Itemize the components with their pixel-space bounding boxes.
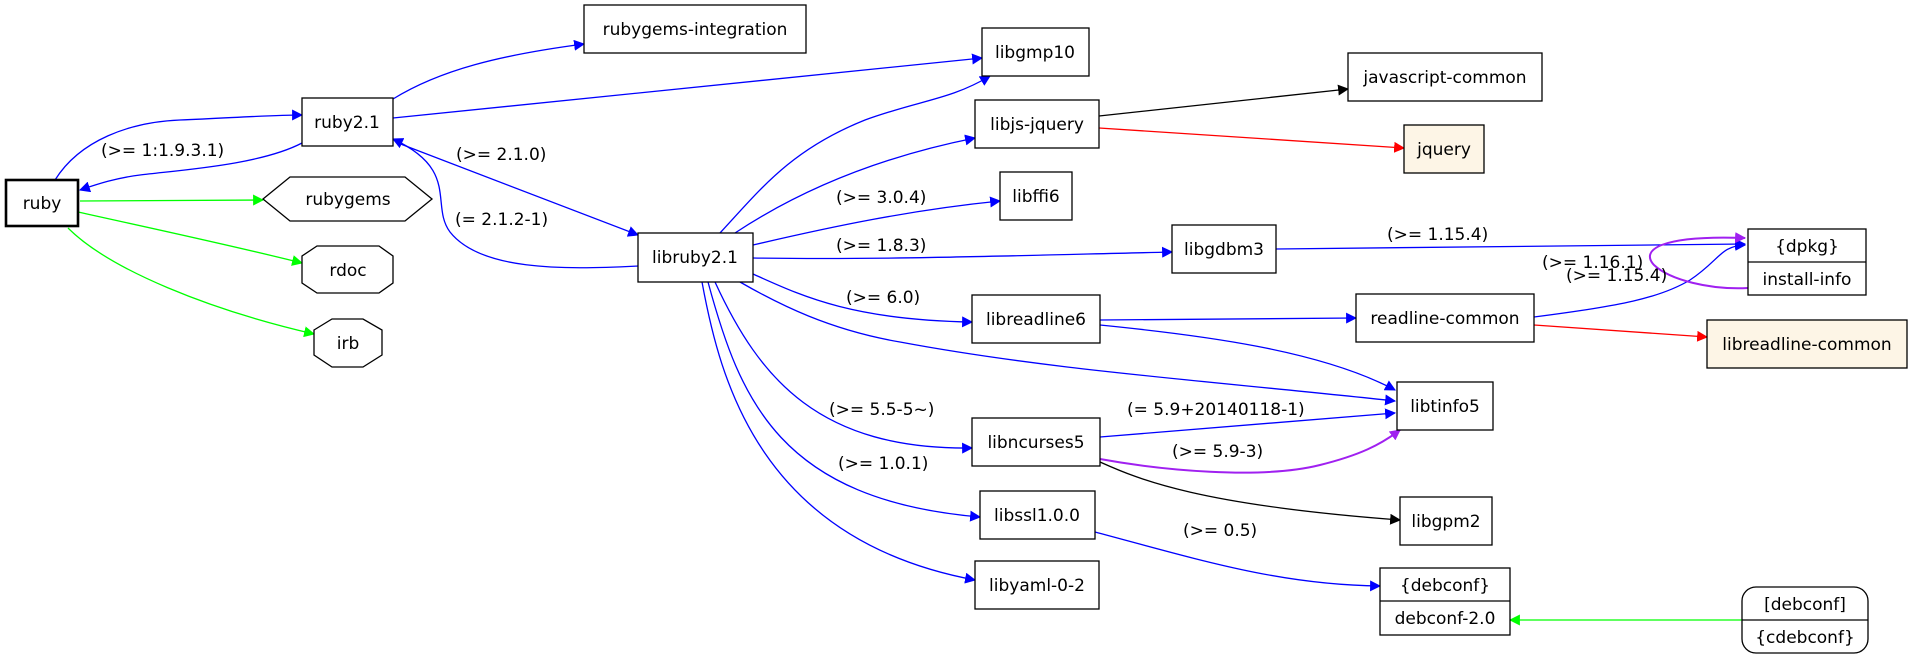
edge-label-libssl-debconf: (>= 0.5)	[1183, 521, 1257, 541]
node-cdebconf-label: {cdebconf}	[1755, 628, 1855, 648]
node-libyaml-label: libyaml-0-2	[989, 576, 1085, 596]
edge-label-libncurses-libtinfo-predepends: (>= 5.9-3)	[1172, 442, 1263, 462]
edge-install-info-to-dpkg	[1648, 232, 1749, 290]
node-libreadline-common[interactable]: libreadline-common	[1706, 319, 1908, 369]
node-libgpm2[interactable]: libgpm2	[1399, 496, 1493, 546]
edge-libjs-jquery-to-jquery	[1098, 127, 1406, 153]
node-rubygems-integration[interactable]: rubygems-integration	[583, 4, 807, 54]
node-libjs-jquery-label: libjs-jquery	[990, 115, 1084, 135]
node-javascript-common-label: javascript-common	[1362, 68, 1526, 88]
node-rubygems-integration-label: rubygems-integration	[603, 20, 788, 40]
node-ruby2.1-label: ruby2.1	[314, 113, 380, 133]
node-ruby-label: ruby	[23, 194, 62, 214]
edge-libreadline6-to-readline-common	[1099, 312, 1358, 324]
node-jquery-label: jquery	[1416, 140, 1471, 160]
node-dpkg-record[interactable]: {dpkg} install-info	[1747, 228, 1867, 296]
edge-ruby-to-irb	[67, 227, 316, 338]
node-readline-common-label: readline-common	[1370, 309, 1519, 329]
node-ruby2.1[interactable]: ruby2.1	[301, 97, 394, 147]
edge-label-libruby-libffi6: (>= 3.0.4)	[836, 188, 926, 208]
node-javascript-common[interactable]: javascript-common	[1347, 52, 1543, 102]
edge-label-ruby2.1-libruby: (>= 2.1.0)	[456, 145, 546, 165]
node-libruby2.1[interactable]: libruby2.1	[637, 232, 754, 283]
node-libtinfo5[interactable]: libtinfo5	[1396, 381, 1494, 431]
node-libreadline6[interactable]: libreadline6	[971, 294, 1101, 344]
node-cdebconf-record[interactable]: [debconf] {cdebconf}	[1741, 586, 1869, 654]
node-libffi6-label: libffi6	[1012, 187, 1060, 207]
node-jquery[interactable]: jquery	[1403, 124, 1485, 174]
edge-label-libruby-libssl: (>= 1.0.1)	[838, 454, 928, 474]
node-libncurses5[interactable]: libncurses5	[971, 417, 1101, 467]
node-libruby2.1-label: libruby2.1	[652, 248, 738, 268]
edge-libruby2.1-to-libgmp10	[719, 75, 991, 234]
node-debconf-record[interactable]: {debconf} debconf-2.0	[1379, 567, 1511, 636]
node-libyaml[interactable]: libyaml-0-2	[974, 560, 1100, 610]
edge-ruby2.1-to-rubygems-integration	[392, 39, 586, 100]
node-readline-common[interactable]: readline-common	[1355, 293, 1535, 343]
node-libtinfo5-label: libtinfo5	[1410, 397, 1480, 417]
node-install-info-label: install-info	[1763, 270, 1852, 290]
node-rdoc[interactable]: rdoc	[301, 245, 394, 294]
node-libssl-label: libssl1.0.0	[994, 506, 1080, 526]
edge-ruby-to-rdoc	[77, 211, 304, 266]
node-dpkg-label: {dpkg}	[1775, 237, 1839, 257]
edge-libncurses5-to-libgpm2	[1099, 461, 1402, 525]
node-libgdbm3[interactable]: libgdbm3	[1171, 224, 1277, 274]
node-libssl[interactable]: libssl1.0.0	[979, 490, 1096, 540]
edge-label-libruby-libreadline6: (>= 6.0)	[846, 288, 920, 308]
edge-label-libgdbm3-dpkg: (>= 1.15.4)	[1387, 225, 1488, 245]
edge-libruby2.1-to-libyaml	[701, 281, 977, 584]
edge-label-readline-dpkg-a: (>= 1.16.1)	[1542, 253, 1643, 273]
node-libffi6[interactable]: libffi6	[999, 171, 1073, 221]
edge-libssl-to-debconf	[1094, 531, 1382, 592]
edge-libjs-jquery-to-javascript-common	[1098, 84, 1350, 117]
edge-ruby2.1-to-libgmp10	[392, 53, 984, 119]
edge-libruby2.1-to-libgdbm3	[752, 246, 1174, 260]
node-irb[interactable]: irb	[313, 318, 383, 368]
edge-libruby2.1-to-libjs-jquery	[734, 134, 977, 234]
edge-label-libruby-ruby2.1: (= 2.1.2-1)	[455, 210, 548, 230]
edge-libruby2.1-to-libffi6	[752, 196, 1002, 246]
node-rubygems[interactable]: rubygems	[261, 176, 434, 222]
edge-ruby-to-rubygems	[79, 194, 265, 206]
edge-libncurses5-to-libtinfo5	[1099, 408, 1397, 438]
edge-ruby-to-ruby2.1	[54, 109, 304, 181]
edge-readline-common-to-libreadline-common	[1533, 324, 1709, 342]
edge-libruby2.1-to-libncurses5	[714, 281, 974, 454]
node-irb-label: irb	[337, 334, 360, 354]
edge-label-ruby2.1-ruby: (>= 1:1.9.3.1)	[101, 141, 224, 161]
node-debconf-2.0-label: debconf-2.0	[1395, 609, 1496, 629]
node-debconf-label: {debconf}	[1400, 576, 1490, 596]
edge-label-readline-dpkg-b: (>= 1.15.4)	[1566, 266, 1667, 286]
edge-libruby2.1-to-libssl	[707, 281, 982, 522]
node-rdoc-label: rdoc	[329, 261, 366, 281]
edge-ruby2.1-to-libruby2.1	[397, 142, 640, 237]
edge-readline-common-to-dpkg	[1533, 239, 1747, 318]
edge-libreadline6-to-libtinfo5	[1099, 324, 1396, 391]
node-libgmp10[interactable]: libgmp10	[981, 27, 1090, 77]
edge-libncurses5-to-libtinfo5-predepends	[1099, 429, 1401, 474]
node-rubygems-label: rubygems	[305, 190, 390, 210]
node-libreadline-common-label: libreadline-common	[1722, 335, 1891, 355]
node-libgmp10-label: libgmp10	[995, 43, 1075, 63]
node-libncurses5-label: libncurses5	[987, 433, 1084, 453]
edge-label-libruby-libncurses5: (>= 5.5-5~)	[829, 400, 934, 420]
edge-libgdbm3-to-dpkg	[1275, 238, 1747, 250]
node-libgpm2-label: libgpm2	[1411, 512, 1480, 532]
node-ruby[interactable]: ruby	[4, 178, 80, 228]
node-libjs-jquery[interactable]: libjs-jquery	[974, 99, 1100, 149]
edge-ruby2.1-to-ruby	[78, 142, 303, 193]
node-debconf-bracket-label: [debconf]	[1764, 595, 1846, 615]
edge-libruby2.1-to-libreadline6	[752, 273, 974, 328]
edge-label-libruby-libgdbm3: (>= 1.8.3)	[836, 236, 926, 256]
node-libreadline6-label: libreadline6	[986, 310, 1086, 330]
edge-libruby2.1-to-libtinfo5	[739, 281, 1397, 406]
node-libgdbm3-label: libgdbm3	[1184, 240, 1264, 260]
edge-label-libncurses-libtinfo: (= 5.9+20140118-1)	[1127, 400, 1305, 420]
edge-libruby2.1-to-ruby2.1	[392, 138, 639, 269]
